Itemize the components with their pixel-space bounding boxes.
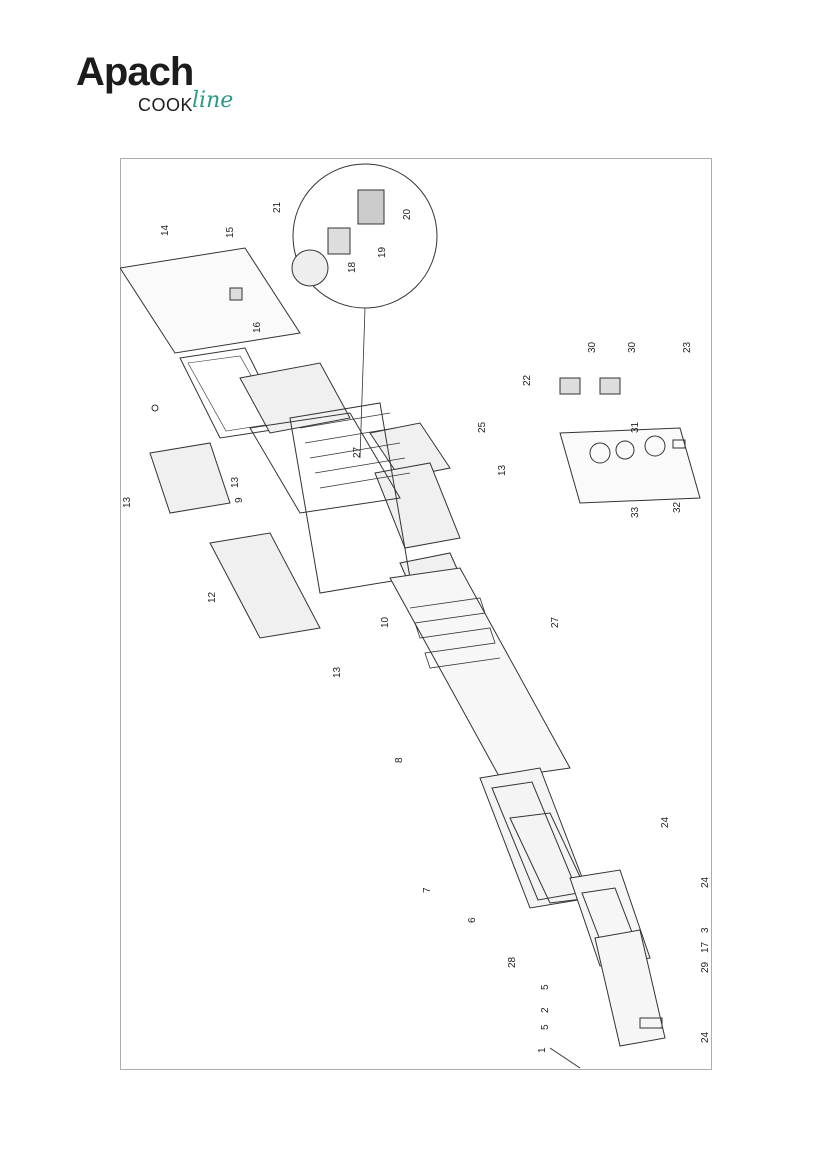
part-label: 9 (234, 497, 245, 503)
part-label: 24 (700, 876, 711, 888)
part-label: 12 (207, 591, 218, 603)
part-label: 7 (422, 887, 433, 893)
heating-plate (389, 567, 571, 779)
part-label: 15 (225, 226, 236, 238)
part-label: 20 (402, 208, 413, 220)
part-label: 33 (630, 506, 641, 518)
brand-sub-cook: COOK (138, 95, 194, 115)
part-label: 2 (540, 1007, 551, 1013)
door-assembly (549, 869, 666, 1069)
brand-sub-line: line (192, 88, 234, 113)
part-label: 24 (700, 1031, 711, 1043)
insulation-body (149, 362, 471, 639)
part-label: 23 (682, 341, 693, 353)
part-label: 18 (347, 261, 358, 273)
part-label: 19 (377, 246, 388, 258)
part-label: 22 (522, 374, 533, 386)
part-label: 13 (497, 464, 508, 476)
part-label: 3 (700, 927, 711, 933)
part-label: 29 (700, 961, 711, 973)
part-labels: 14 15 16 21 20 19 18 13 12 13 13 9 27 10… (122, 201, 711, 1078)
part-label: 5 (540, 984, 551, 990)
part-label: 27 (352, 446, 363, 458)
part-label: 13 (332, 666, 343, 678)
exploded-parts-diagram: 14 15 16 21 20 19 18 13 12 13 13 9 27 10… (119, 158, 712, 1078)
part-label: 28 (507, 956, 518, 968)
part-label: 16 (252, 321, 263, 333)
diagram-canvas: 14 15 16 21 20 19 18 13 12 13 13 9 27 10… (119, 158, 712, 1078)
control-panel (559, 377, 701, 504)
part-label: 13 (230, 476, 241, 488)
detail-magnifier (291, 163, 438, 459)
part-label: 25 (477, 421, 488, 433)
part-label: 31 (630, 421, 641, 433)
part-label: 8 (394, 757, 405, 763)
brand-logo: Apach COOK line (76, 52, 256, 122)
part-label: 10 (380, 616, 391, 628)
part-label: 5 (540, 1024, 551, 1030)
part-label: 14 (160, 224, 171, 236)
part-label: 1 (537, 1047, 548, 1053)
part-label: 6 (467, 917, 478, 923)
diagram-frame (120, 158, 712, 1070)
part-label: 27 (550, 616, 561, 628)
part-label: 30 (627, 341, 638, 353)
part-label: 17 (700, 941, 711, 953)
part-label: 32 (672, 501, 683, 513)
part-label: 24 (660, 816, 671, 828)
brand-name: Apach (76, 50, 194, 94)
part-label: 13 (122, 496, 133, 508)
part-label: 21 (272, 201, 283, 213)
part-label: 30 (587, 341, 598, 353)
